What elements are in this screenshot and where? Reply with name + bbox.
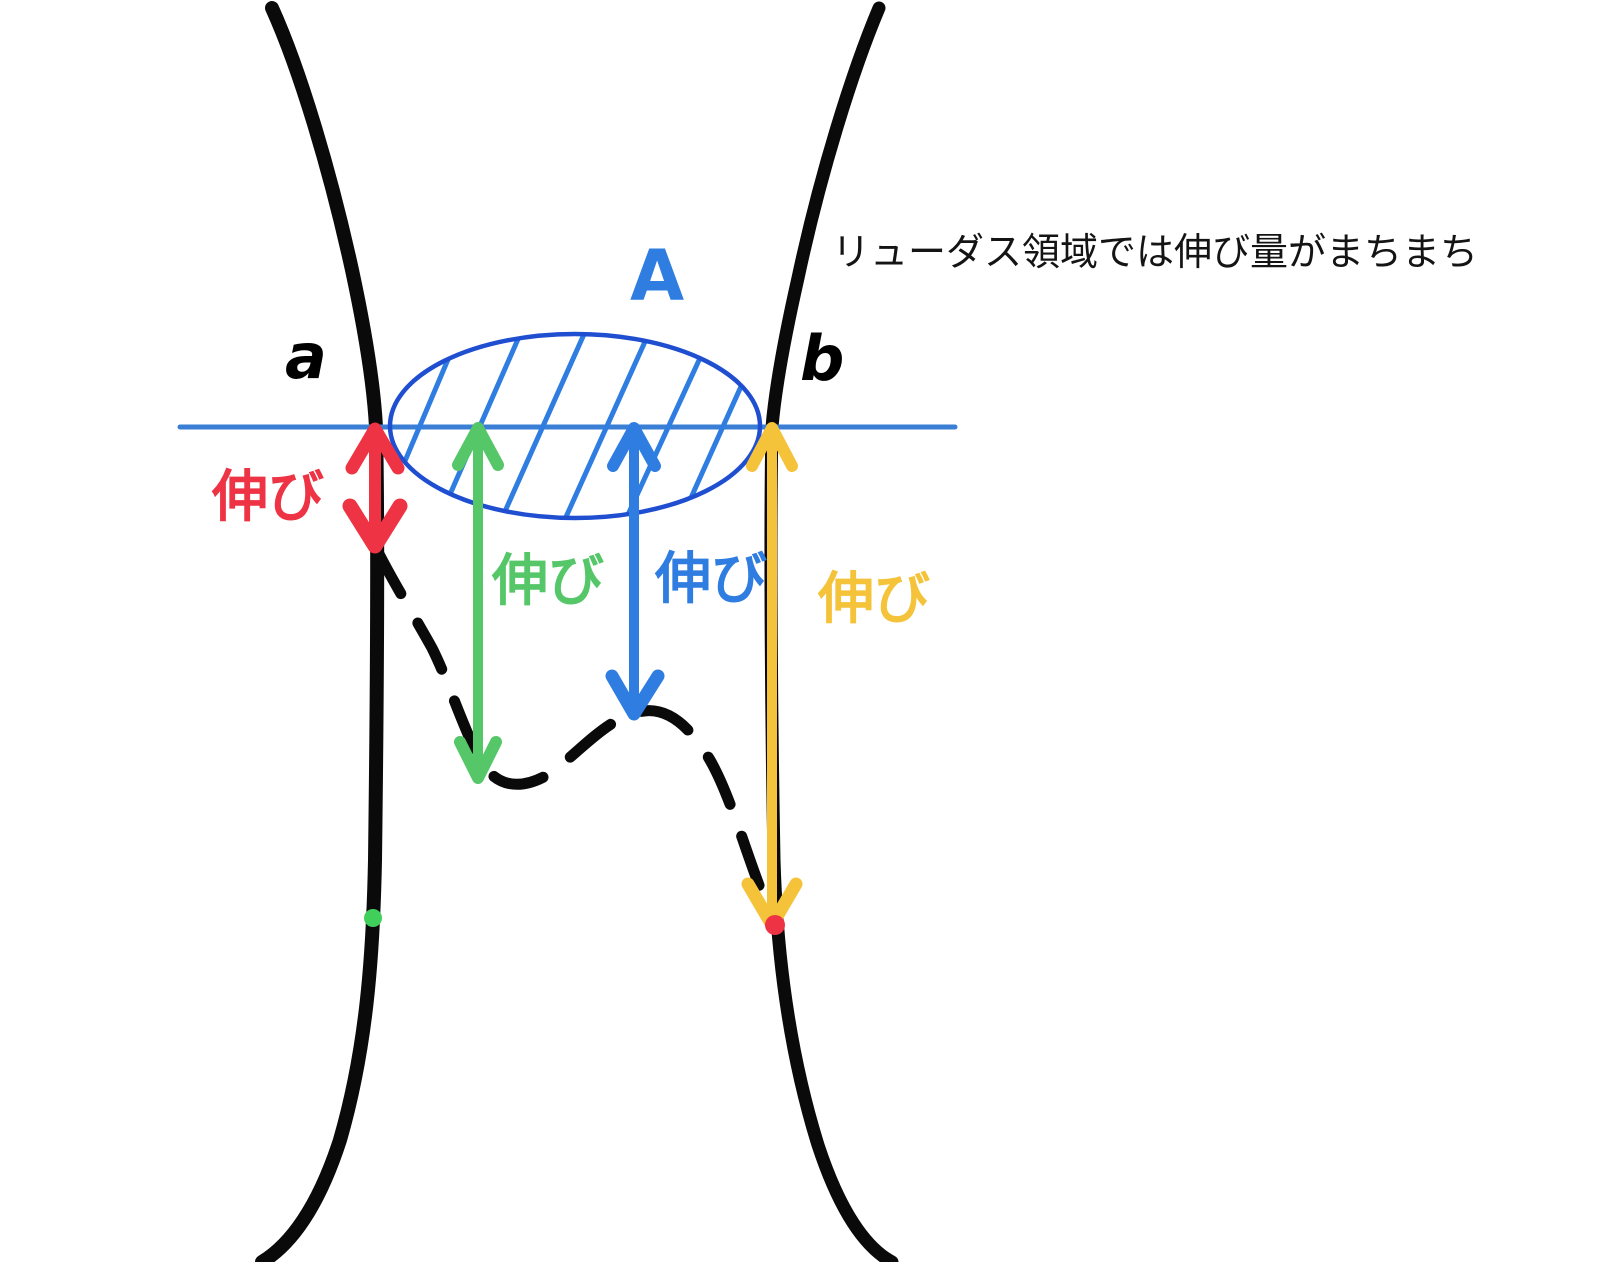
elongation-arrow-blue [605, 422, 665, 721]
elongation-label-green: 伸び [491, 549, 604, 614]
label-specimen-b: b [800, 322, 844, 395]
specimen-edge-right [764, 1, 899, 1262]
region-a-hatch-group [387, 331, 763, 521]
label-region-a: A [630, 235, 684, 317]
marker-red-dot [765, 915, 785, 935]
marker-green-dot [364, 909, 382, 927]
elongation-arrow-green [452, 422, 504, 784]
annotation-note: リューダス領域では伸び量がまちまち [832, 230, 1478, 274]
hatch-line [549, 334, 651, 518]
elongation-label-red: 伸び [211, 465, 324, 530]
elongation-label-yellow: 伸び [817, 567, 930, 632]
specimen-edge-left [255, 1, 385, 1262]
region-a-ellipse [387, 331, 763, 521]
elongation-arrow-yellow [741, 422, 803, 932]
elongation-label-blue: 伸び [654, 547, 767, 612]
deformed-gauge-curve [370, 542, 778, 924]
label-specimen-a: a [285, 320, 327, 393]
elongation-arrow-red [342, 422, 408, 554]
